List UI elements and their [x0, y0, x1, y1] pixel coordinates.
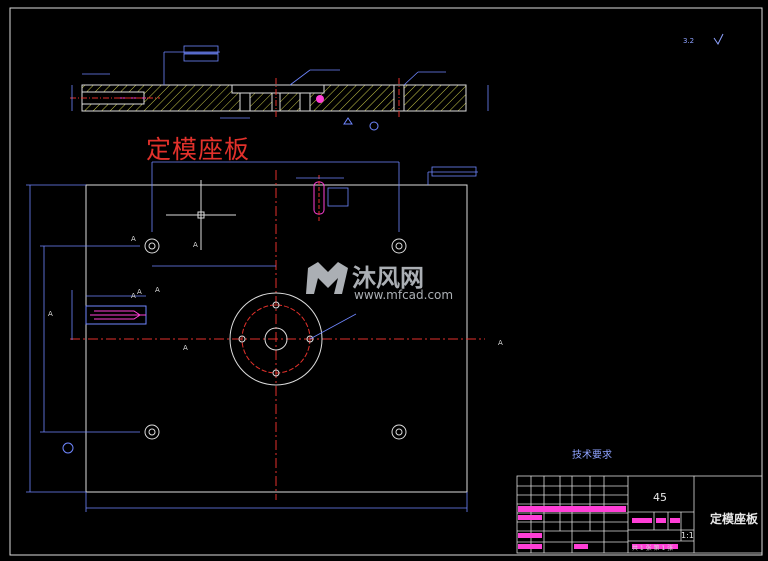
section-bore-1 — [239, 92, 251, 112]
tolerance-frame-1 — [183, 45, 219, 54]
title-block — [516, 475, 763, 554]
section-mark-4: A — [155, 286, 160, 294]
flange-bolt-hole-left — [238, 335, 246, 343]
corner-hole-top-left — [144, 238, 160, 254]
drawing-title: 定模座板 — [146, 135, 251, 164]
sprue-bore — [264, 327, 288, 351]
dim-top-detail-box — [327, 187, 349, 207]
corner-hole-top-right — [391, 238, 407, 254]
section-view — [70, 45, 489, 131]
flange-bolt-hole-top — [272, 301, 280, 309]
section-bore-3 — [299, 92, 311, 112]
section-mark-3: A — [131, 292, 136, 300]
section-mark-5: A — [48, 310, 53, 318]
top-hole-detail — [313, 175, 325, 222]
title-block-sheet-info: 共 1 张 第 1 张 — [632, 545, 674, 552]
watermark-url: www.mfcad.com — [354, 288, 454, 302]
datum-triangle — [343, 117, 353, 125]
dim-flange-leader — [309, 313, 357, 340]
tolerance-frame-3 — [431, 166, 477, 177]
tech-requirements-heading: 技术要求 — [572, 450, 612, 461]
section-mark-7: A — [498, 339, 503, 347]
flange-bolt-hole-bottom — [272, 369, 280, 377]
corner-hole-bottom-left — [144, 424, 160, 440]
section-cutout-center — [231, 84, 325, 94]
watermark-text: 沐风网 — [352, 264, 424, 292]
cad-cursor — [166, 180, 236, 250]
title-block-part-name: 定模座板 — [710, 512, 759, 526]
side-hole-detail — [85, 305, 147, 325]
datum-symbol — [369, 121, 379, 131]
section-mark-8: A — [137, 288, 142, 296]
section-mark-6: A — [183, 344, 188, 352]
section-mark-2: A — [193, 241, 198, 249]
tolerance-frame-2 — [183, 53, 219, 62]
title-block-pink-labels — [518, 506, 680, 549]
plan-view: A A A A A A A A — [26, 161, 503, 512]
flange-bolt-hole-right — [306, 335, 314, 343]
section-mark-1: A — [131, 235, 136, 243]
dim-callout-3 — [403, 71, 419, 86]
datum-circle-bottom-left — [62, 442, 74, 454]
locating-ring-outer — [229, 292, 323, 386]
watermark-logo — [306, 262, 348, 294]
title-block-material: 45 — [653, 491, 667, 504]
title-block-scale: 1:1 — [681, 531, 694, 540]
roughness-symbol: 3.2 — [683, 33, 724, 45]
drawing-frame — [9, 7, 763, 556]
dim-callout-2 — [289, 69, 311, 86]
corner-hole-bottom-right — [391, 424, 407, 440]
svg-text:3.2: 3.2 — [683, 37, 694, 45]
section-hole-marker — [316, 95, 324, 103]
